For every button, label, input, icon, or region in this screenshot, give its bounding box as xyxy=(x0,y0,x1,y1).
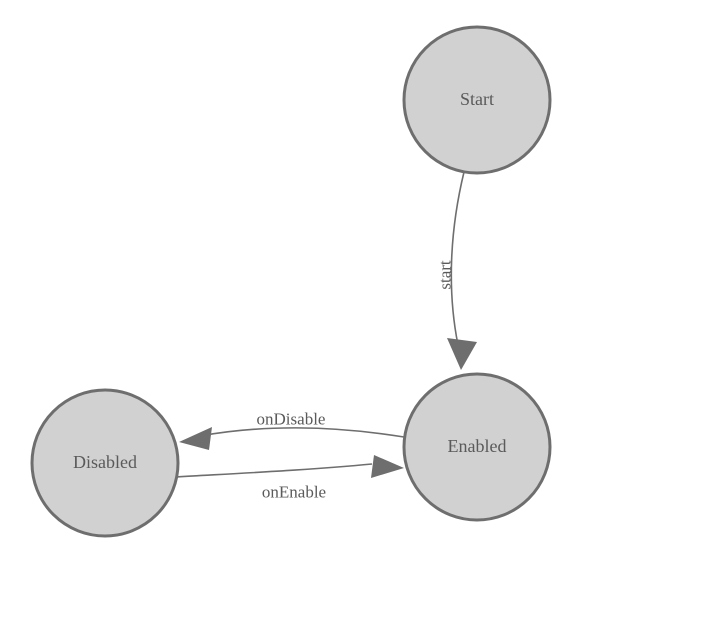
state-node-start-circle xyxy=(402,25,552,175)
state-node-disabled[interactable]: Disabled xyxy=(30,388,180,538)
state-node-enabled-circle xyxy=(402,372,552,522)
transition-enabled-to-disabled-path xyxy=(199,427,405,438)
transition-disabled-to-enabled-label: onEnable xyxy=(262,483,326,502)
transition-enabled-to-disabled[interactable]: onDisable xyxy=(179,410,405,451)
state-node-start-label: Start xyxy=(460,89,494,109)
transition-enabled-to-disabled-label: onDisable xyxy=(257,410,326,429)
state-node-disabled-label: Disabled xyxy=(73,452,137,472)
transition-disabled-to-enabled-path xyxy=(174,463,373,478)
transition-disabled-to-enabled[interactable]: onEnable xyxy=(174,455,404,502)
transition-start-to-enabled-path xyxy=(450,171,465,346)
transition-disabled-to-enabled-arrowhead xyxy=(371,455,404,478)
state-node-enabled-label: Enabled xyxy=(448,436,507,456)
state-node-disabled-circle xyxy=(30,388,180,538)
transition-start-to-enabled[interactable]: start xyxy=(436,171,478,370)
transition-start-to-enabled-label: start xyxy=(436,260,455,290)
transition-start-to-enabled-arrowhead xyxy=(447,338,477,370)
state-node-enabled[interactable]: Enabled xyxy=(402,372,552,522)
state-node-start[interactable]: Start xyxy=(402,25,552,175)
transition-enabled-to-disabled-arrowhead xyxy=(179,427,212,450)
